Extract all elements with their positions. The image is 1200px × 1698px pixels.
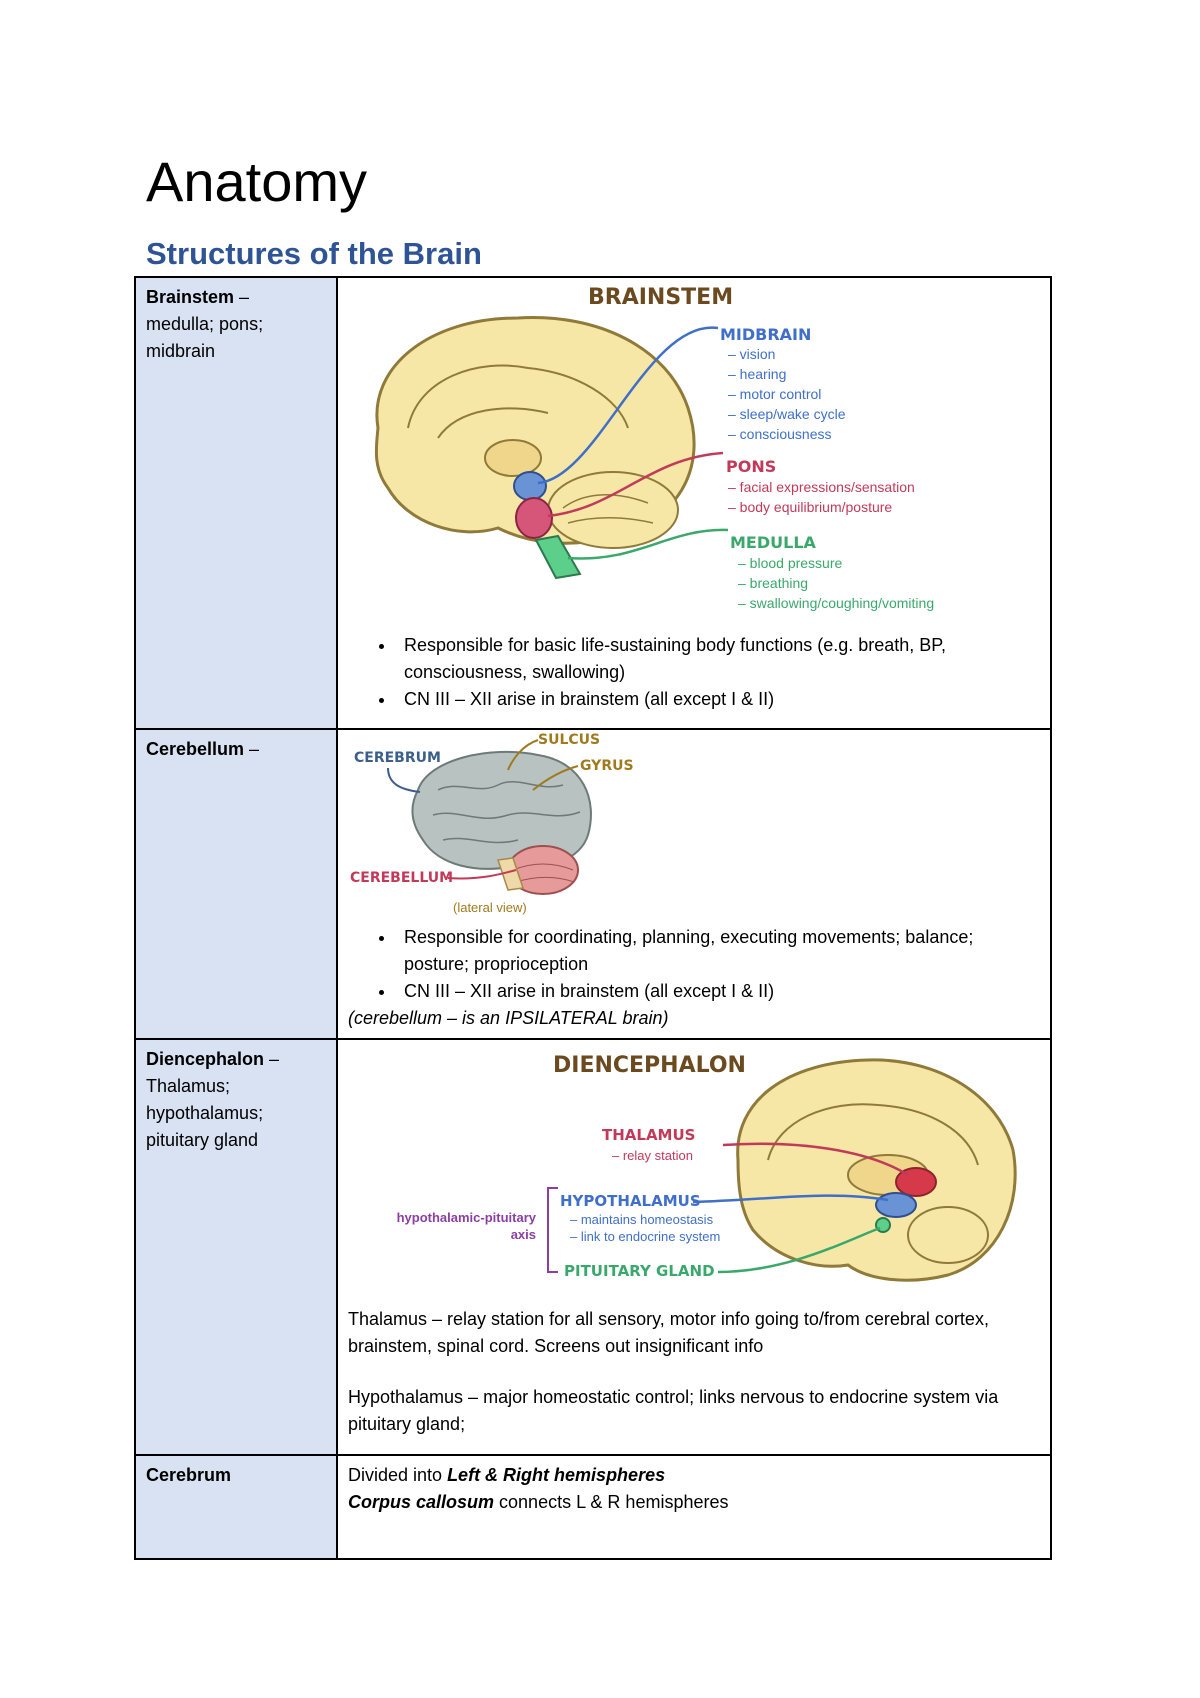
pons-item: – facial expressions/sensation: [728, 479, 915, 495]
brainstem-label: Brainstem: [146, 287, 235, 307]
diencephalon-heading: DIENCEPHALON: [553, 1053, 746, 1078]
thalamus-label: THALAMUS: [602, 1126, 695, 1144]
gyrus-leader-line: [532, 765, 579, 791]
pons-item: – body equilibrium/posture: [728, 499, 892, 515]
pons-shape: [515, 497, 553, 539]
hypothalamus-item: – link to endocrine system: [570, 1229, 720, 1244]
cerebrum-content-cell: Divided into Left & Right hemispheres Co…: [336, 1454, 1052, 1560]
table-row-diencephalon: Diencephalon – Thalamus; hypothalamus; p…: [134, 1038, 1052, 1456]
cerebrum-label-cell: Cerebrum: [134, 1454, 338, 1560]
axis-label-line: hypothalamic-pituitary: [397, 1210, 537, 1225]
corpus-callosum-emphasis: Corpus callosum: [348, 1492, 495, 1512]
axis-label-line: axis: [511, 1227, 536, 1242]
diencephalon-label-cell: Diencephalon – Thalamus; hypothalamus; p…: [134, 1038, 338, 1456]
diencephalon-label-line: pituitary gland: [146, 1130, 259, 1150]
hypothalamus-label: HYPOTHALAMUS: [560, 1192, 701, 1210]
cerebrum-label: CEREBRUM: [354, 750, 441, 766]
diencephalon-content-cell: DIENCEPHALON THALAMUS – relay station HY…: [336, 1038, 1052, 1456]
brainstem-diagram: BRAINSTEM MIDBRAIN – vision: [374, 285, 934, 611]
thalamus-leader-line: [722, 1142, 909, 1177]
midbrain-item: – hearing: [728, 366, 786, 382]
hypothalamus-description: Hypothalamus – major homeostatic control…: [348, 1387, 999, 1434]
brain-structures-table: Brainstem – medulla; pons; midbrain BRAI…: [134, 276, 1052, 1560]
medulla-leader-line: [567, 528, 729, 560]
section-heading: Structures of the Brain: [146, 236, 482, 271]
brainstem-heading: BRAINSTEM: [588, 285, 733, 310]
midbrain-label: MIDBRAIN: [720, 325, 811, 344]
hypothalamus-shape: [875, 1192, 917, 1218]
hypothalamus-leader-line: [692, 1194, 889, 1204]
cerebellum-label: Cerebellum: [146, 739, 245, 759]
brainstem-label-dash: –: [234, 287, 250, 307]
medulla-item: – swallowing/coughing/vomiting: [738, 595, 934, 611]
fold-line: [437, 407, 549, 439]
page-title: Anatomy: [146, 150, 367, 213]
cerebellum-shape: [547, 471, 679, 549]
medulla-label: MEDULLA: [730, 533, 817, 552]
diencephalon-label-dash: –: [264, 1049, 280, 1069]
diencephalon-diagram: DIENCEPHALON THALAMUS – relay station HY…: [397, 1053, 1017, 1282]
thalamus-shape: [484, 439, 542, 477]
pituitary-leader-line: [717, 1226, 881, 1274]
midbrain-item: – sleep/wake cycle: [728, 406, 846, 422]
brainstem-bullets: Responsible for basic life-sustaining bo…: [348, 632, 1040, 713]
midbrain-item: – motor control: [728, 386, 821, 402]
cerebrum-line-1: Divided into Left & Right hemispheres: [348, 1462, 1040, 1489]
ipsilateral-note: (cerebellum – is an IPSILATERAL brain): [348, 1008, 669, 1028]
list-item: Responsible for basic life-sustaining bo…: [396, 632, 1040, 686]
pons-label: PONS: [726, 457, 776, 476]
gyrus-label: GYRUS: [580, 758, 634, 774]
cerebrum-row-label: Cerebrum: [146, 1465, 232, 1485]
medulla-shape: [534, 534, 582, 580]
diencephalon-label: Diencephalon: [146, 1049, 265, 1069]
thalamus-description: Thalamus – relay station for all sensory…: [348, 1309, 989, 1356]
diencephalon-label-line: Thalamus;: [146, 1076, 231, 1096]
axis-bracket: [547, 1187, 558, 1273]
thalamus-sub-label: – relay station: [612, 1148, 693, 1163]
cerebrum-line-2-text: connects L & R hemispheres: [494, 1492, 729, 1512]
brainstem-label-line: medulla; pons;: [146, 314, 264, 334]
table-row-cerebellum: Cerebellum – CEREBRUM SULCUS GYRUS CEREB…: [134, 728, 1052, 1040]
brainstem-label-cell: Brainstem – medulla; pons; midbrain: [134, 276, 338, 730]
hemispheres-emphasis: Left & Right hemispheres: [447, 1465, 666, 1485]
lateral-view-caption: (lateral view): [453, 900, 527, 915]
brainstem-label-line: midbrain: [146, 341, 216, 361]
list-item: CN III – XII arise in brainstem (all exc…: [396, 978, 1040, 1005]
medulla-item: – blood pressure: [738, 555, 843, 571]
cerebrum-line-2: Corpus callosum connects L & R hemispher…: [348, 1489, 1040, 1516]
list-item: Responsible for coordinating, planning, …: [396, 924, 1040, 978]
table-row-cerebrum: Cerebrum Divided into Left & Right hemis…: [134, 1454, 1052, 1560]
corpus-callosum-shape: [767, 1103, 979, 1166]
cerebellum-shape: [907, 1206, 989, 1264]
sulcus-label: SULCUS: [538, 732, 600, 748]
midbrain-leader-line: [537, 326, 719, 485]
cerebellum-fig-label: CEREBELLUM: [350, 870, 453, 886]
cerebellum-leader-line: [447, 869, 517, 880]
cerebrum-leader-line: [387, 767, 421, 793]
sulcus-leader-line: [507, 739, 539, 771]
list-item: CN III – XII arise in brainstem (all exc…: [396, 686, 1040, 713]
pituitary-label: PITUITARY GLAND: [564, 1262, 715, 1280]
cerebellum-label-dash: –: [244, 739, 260, 759]
cerebellum-diagram: CEREBRUM SULCUS GYRUS CEREBELLUM (latera…: [350, 732, 634, 915]
cerebellum-bullets: Responsible for coordinating, planning, …: [348, 924, 1040, 1005]
cerebellum-label-cell: Cerebellum –: [134, 728, 338, 1040]
pons-leader-line: [547, 451, 724, 518]
corpus-callosum-shape: [407, 364, 629, 429]
gyri-lines: [432, 781, 581, 844]
midbrain-shape: [513, 471, 547, 501]
hypothalamus-item: – maintains homeostasis: [570, 1212, 714, 1227]
brainstem-content-cell: BRAINSTEM MIDBRAIN – vision: [336, 276, 1052, 730]
diencephalon-label-line: hypothalamus;: [146, 1103, 264, 1123]
midbrain-item: – vision: [728, 346, 775, 362]
midbrain-item: – consciousness: [728, 426, 832, 442]
cerebellum-folds: [562, 494, 654, 524]
medulla-item: – breathing: [738, 575, 808, 591]
cerebrum-line-1-text: Divided into: [348, 1465, 448, 1485]
cerebellum-content-cell: CEREBRUM SULCUS GYRUS CEREBELLUM (latera…: [336, 728, 1052, 1040]
brainstem-shape: [497, 857, 524, 891]
table-row-brainstem: Brainstem – medulla; pons; midbrain BRAI…: [134, 276, 1052, 730]
